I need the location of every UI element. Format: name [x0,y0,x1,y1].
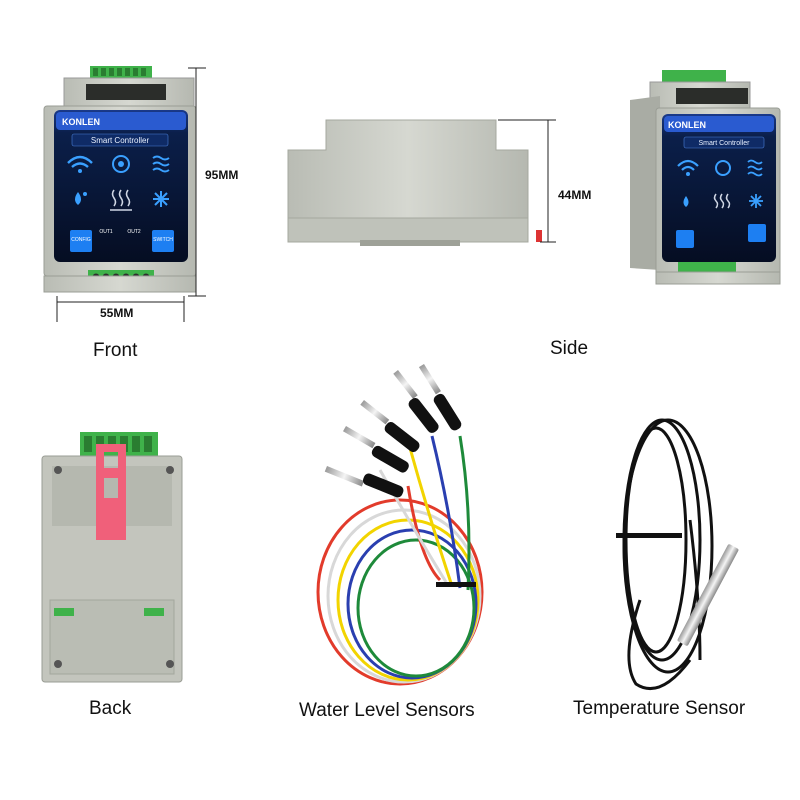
brand-label-front: KONLEN [62,117,100,127]
panel-title-angled: Smart Controller [699,140,751,147]
wifi-icon [677,159,699,171]
caption-temperature-sensor: Temperature Sensor [573,698,746,719]
angled-device: KONLEN Smart Controller [630,70,781,285]
water-drop-icon [683,196,689,207]
height-dimension-label: 95MM [205,168,239,182]
switch-button-front[interactable] [152,230,174,252]
wifi-icon [67,155,93,173]
svg-text:SWITCH: SWITCH [153,237,173,243]
temperature-probe [677,544,739,646]
heating-icon [110,189,132,211]
probe-4 [393,370,439,433]
height-dimension-line [188,67,206,297]
switch-button-angled[interactable] [748,224,766,242]
back-device [41,432,183,683]
config-button-front[interactable] [70,230,92,252]
display-window [86,84,166,100]
temperature-dial-icon [715,160,731,176]
temperature-dial-icon [112,155,130,173]
water-waves-icon [747,159,763,177]
caption-side: Side [550,338,589,359]
heating-icon [713,193,731,209]
water-waves-icon [152,155,170,173]
side-device [287,119,542,246]
brand-label-angled: KONLEN [668,120,706,130]
out2-label-front: OUT2 [127,229,141,235]
out1-label-front: OUT1 [99,229,113,235]
snowflake-icon [153,191,169,207]
snowflake-icon [749,194,763,208]
probe-5 [418,364,462,431]
caption-water-level-sensors: Water Level Sensors [299,700,475,721]
probe-3 [360,400,420,453]
control-panel [54,110,188,262]
config-button-angled[interactable] [676,230,694,248]
front-device: KONLEN Smart Controller CONFIG [43,66,197,293]
probe-1 [324,466,404,498]
temperature-sensor [622,418,714,690]
water-level-sensors [316,364,484,686]
depth-dimension-line [498,119,556,243]
panel-title-front: Smart Controller [91,136,150,145]
water-drop-icon [75,192,87,205]
caption-front: Front [93,340,138,361]
din-rail-latch [96,444,126,540]
svg-text:CONFIG: CONFIG [71,237,91,243]
side-latch [536,230,542,242]
probe-2 [343,425,409,473]
depth-dimension-label: 44MM [558,188,592,202]
caption-back: Back [89,698,132,719]
width-dimension-label: 55MM [100,306,134,320]
width-dimension-line [56,296,185,322]
